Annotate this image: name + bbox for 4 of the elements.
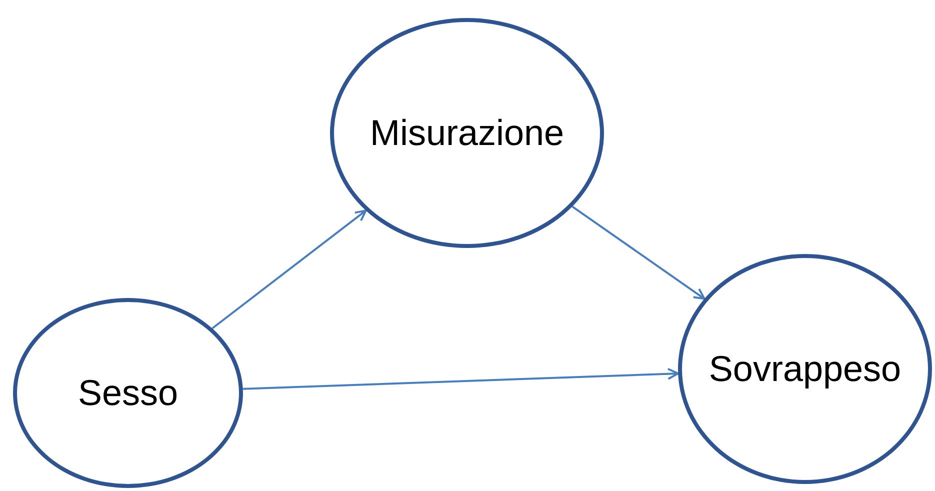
arrow	[242, 368, 680, 390]
node-label: Misurazione	[370, 112, 564, 154]
node-label: Sovrappeso	[708, 348, 902, 390]
node-label: Sesso	[78, 372, 178, 414]
